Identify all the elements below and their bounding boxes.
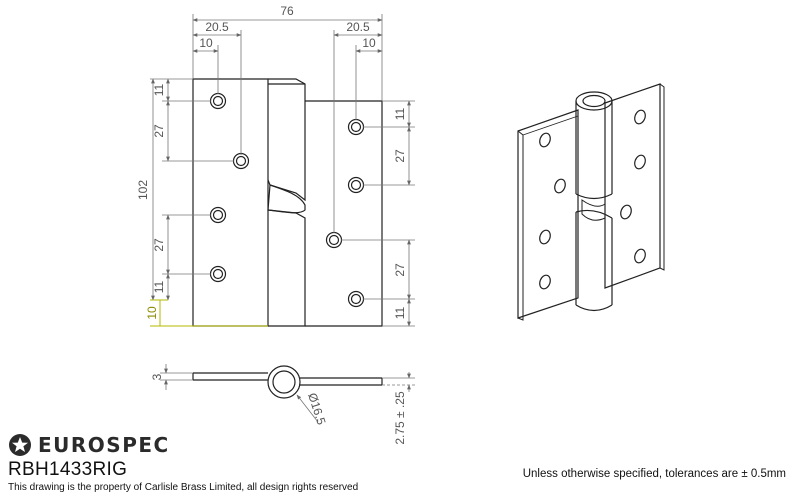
dim-left-hole-edge: 10	[199, 36, 213, 50]
dim-left-hole-offset: 20.5	[205, 20, 229, 34]
tolerance-note: Unless otherwise specified, tolerances a…	[522, 468, 786, 480]
dim-overall-width: 76	[280, 4, 294, 18]
screw-hole	[209, 206, 227, 224]
dim-right-hole-edge: 10	[362, 36, 376, 50]
dim-right-spacing-top: 27	[393, 149, 407, 163]
brand-name: EUROSPEC	[38, 433, 170, 457]
screw-hole	[325, 231, 343, 249]
plan-left-leaf	[192, 372, 268, 381]
iso-left-leaf	[517, 109, 579, 319]
upper-knuckle	[267, 78, 306, 202]
front-dimension-lines	[150, 14, 415, 327]
screw-hole	[539, 274, 551, 290]
screw-hole	[209, 92, 227, 110]
plan-right-leaf	[299, 377, 383, 386]
left-leaf-outline	[192, 78, 269, 327]
plan-knuckle-inner	[272, 370, 296, 394]
screw-hole	[347, 290, 365, 308]
dim-left-spacing-top: 27	[152, 124, 166, 138]
dim-rise: 10	[145, 306, 159, 320]
dim-right-spacing-bottom: 27	[393, 263, 407, 277]
front-view	[192, 78, 383, 327]
star-circle-icon	[9, 434, 31, 456]
screw-hole	[620, 204, 632, 220]
front-dimension-labels: 76 20.5 10 20.5 10 102 11 27 27 11 10 11…	[136, 4, 407, 320]
screw-hole	[347, 176, 365, 194]
dim-knuckle-diameter: Ø16.5	[305, 391, 329, 427]
dim-right-bottom-edge: 11	[393, 306, 407, 319]
plan-view	[192, 365, 383, 399]
iso-right-holes	[620, 109, 646, 264]
iso-lower-knuckle	[575, 212, 613, 305]
screw-hole	[634, 154, 646, 170]
dim-knuckle-tolerance: 2.75 ± .25	[393, 391, 407, 445]
dim-left-bottom-edge: 11	[152, 280, 166, 293]
iso-right-leaf	[604, 83, 661, 289]
dim-leaf-thickness: 3	[150, 373, 164, 380]
isometric-view	[517, 83, 665, 321]
right-leaf-outline	[305, 100, 383, 327]
property-notice: This drawing is the property of Carlisle…	[8, 482, 359, 493]
rising-helix	[267, 184, 306, 214]
rise-dimension	[150, 299, 268, 327]
plan-dimension-labels: 3 Ø16.5 2.75 ± .25	[150, 373, 407, 444]
dim-right-top-edge: 11	[393, 107, 407, 120]
screw-hole	[539, 132, 551, 148]
screw-hole	[209, 265, 227, 283]
iso-left-holes	[539, 132, 566, 290]
right-leaf-holes	[325, 118, 365, 308]
screw-hole	[634, 248, 646, 264]
plan-knuckle-outer	[267, 365, 301, 399]
screw-hole	[539, 229, 551, 245]
dim-height: 102	[136, 180, 150, 200]
left-leaf-holes	[209, 92, 250, 283]
iso-upper-knuckle	[575, 101, 613, 194]
lower-knuckle	[267, 209, 306, 327]
product-code: RBH1433RIG	[8, 459, 128, 480]
screw-hole	[634, 109, 646, 125]
plan-dimension-lines	[160, 364, 415, 423]
screw-hole	[347, 118, 365, 136]
screw-hole	[554, 178, 566, 194]
dim-left-top-edge: 11	[152, 83, 166, 96]
dim-left-spacing-bottom: 27	[152, 238, 166, 252]
brand-logo: EUROSPEC	[8, 433, 170, 457]
dim-right-hole-offset: 20.5	[346, 20, 370, 34]
screw-hole	[232, 152, 250, 170]
